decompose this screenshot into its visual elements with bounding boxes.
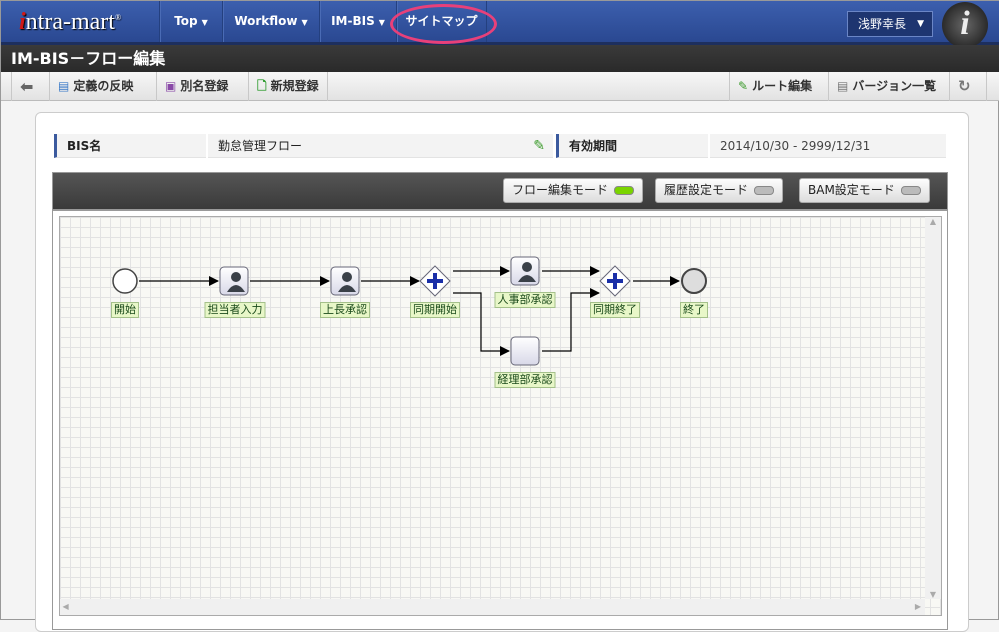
arrow-left-icon: ⬅ <box>20 77 34 96</box>
flow-edges <box>139 266 680 356</box>
bam-mode-button[interactable]: BAM設定モード <box>799 178 930 203</box>
editor-header: フロー編集モード 履歴設定モード BAM設定モード <box>52 172 948 210</box>
node-label[interactable]: 上長承認 <box>320 302 370 318</box>
node-label[interactable]: 経理部承認 <box>494 372 556 388</box>
bis-name-value: 勤怠管理フロー ✎ <box>208 134 553 158</box>
task-icon[interactable] <box>510 336 540 366</box>
user-name: 浅野幸長 <box>858 17 907 31</box>
new-register-button[interactable]: 🗋新規登録 <box>248 72 328 101</box>
node-label[interactable]: 終了 <box>680 302 708 318</box>
vertical-scrollbar[interactable]: ▲▼ <box>925 217 941 599</box>
bis-name-text: 勤怠管理フロー <box>218 139 303 153</box>
mode-label: 履歴設定モード <box>664 183 749 197</box>
parallel-gateway-icon[interactable] <box>419 265 451 297</box>
bis-name-label: BIS名 <box>54 134 206 158</box>
caret-down-icon: ▼ <box>378 18 385 27</box>
nav-workflow[interactable]: Workflow▼ <box>222 1 319 42</box>
node-label[interactable]: 同期終了 <box>590 302 640 318</box>
route-edit-button[interactable]: ✎ルート編集 <box>729 72 820 101</box>
caret-down-icon: ▼ <box>301 18 308 27</box>
intra-mart-logo[interactable]: intra-mart® <box>19 9 122 35</box>
refresh-button[interactable]: ↻ <box>949 72 987 101</box>
button-label: バージョン一覧 <box>852 79 937 93</box>
status-led-off <box>754 186 775 195</box>
button-label: ルート編集 <box>752 79 813 93</box>
user-task-icon[interactable] <box>330 266 360 296</box>
status-led-on <box>614 186 635 195</box>
node-label[interactable]: 担当者入力 <box>204 302 266 318</box>
button-label: 新規登録 <box>270 79 319 93</box>
edge <box>542 288 600 352</box>
save-edit-icon: ▣ <box>165 79 177 93</box>
flow-edit-mode-button[interactable]: フロー編集モード <box>503 178 644 203</box>
alias-register-button[interactable]: ▣別名登録 <box>156 72 236 101</box>
flow-canvas[interactable] <box>59 216 942 616</box>
caret-down-icon: ▼ <box>201 18 208 27</box>
period-value: 2014/10/30 - 2999/12/31 <box>710 134 946 158</box>
pencil-icon: ✎ <box>738 79 749 93</box>
server-icon: ▤ <box>58 79 70 93</box>
pencil-icon[interactable]: ✎ <box>533 138 545 154</box>
new-document-icon: 🗋 <box>257 79 267 93</box>
nav-top[interactable]: Top▼ <box>159 1 222 42</box>
node-label[interactable]: 人事部承認 <box>494 292 556 308</box>
button-label: 別名登録 <box>180 79 229 93</box>
i-logo-icon[interactable]: i <box>942 2 988 48</box>
history-mode-button[interactable]: 履歴設定モード <box>655 178 784 203</box>
user-menu[interactable]: 浅野幸長 ▼ <box>847 11 933 37</box>
node-label[interactable]: 開始 <box>111 302 139 318</box>
button-label: 定義の反映 <box>73 79 134 93</box>
nav-label: Workflow <box>234 14 298 28</box>
parallel-gateway-icon[interactable] <box>599 265 631 297</box>
global-header: intra-mart® Top▼ Workflow▼ IM-BIS▼ サイトマッ… <box>1 1 999 48</box>
edge <box>453 292 510 356</box>
highlight-ring <box>390 4 497 44</box>
nav-label: IM-BIS <box>331 14 375 28</box>
caret-down-icon: ▼ <box>917 19 924 29</box>
user-task-icon[interactable] <box>219 266 249 296</box>
apply-definition-button[interactable]: ▤定義の反映 <box>49 72 141 101</box>
mode-label: フロー編集モード <box>512 183 609 197</box>
start-event-icon[interactable] <box>112 268 138 294</box>
list-icon: ▤ <box>837 79 849 93</box>
status-led-off <box>900 186 921 195</box>
mode-label: BAM設定モード <box>808 183 895 197</box>
end-event-icon[interactable] <box>681 268 707 294</box>
node-label[interactable]: 同期開始 <box>410 302 460 318</box>
horizontal-scrollbar[interactable]: ◀▶ <box>60 599 925 615</box>
nav-im-bis[interactable]: IM-BIS▼ <box>319 1 396 42</box>
page-title: IM-BIS－フロー編集 <box>1 45 999 72</box>
toolbar: ⬅ ▤定義の反映 ▣別名登録 🗋新規登録 ✎ルート編集 ▤バージョン一覧 ↻ <box>1 72 999 101</box>
refresh-icon: ↻ <box>958 77 971 95</box>
nav-label: Top <box>174 14 198 28</box>
period-label: 有効期間 <box>556 134 708 158</box>
user-task-icon[interactable] <box>510 256 540 286</box>
back-button[interactable]: ⬅ <box>11 72 49 101</box>
version-list-button[interactable]: ▤バージョン一覧 <box>828 72 944 101</box>
